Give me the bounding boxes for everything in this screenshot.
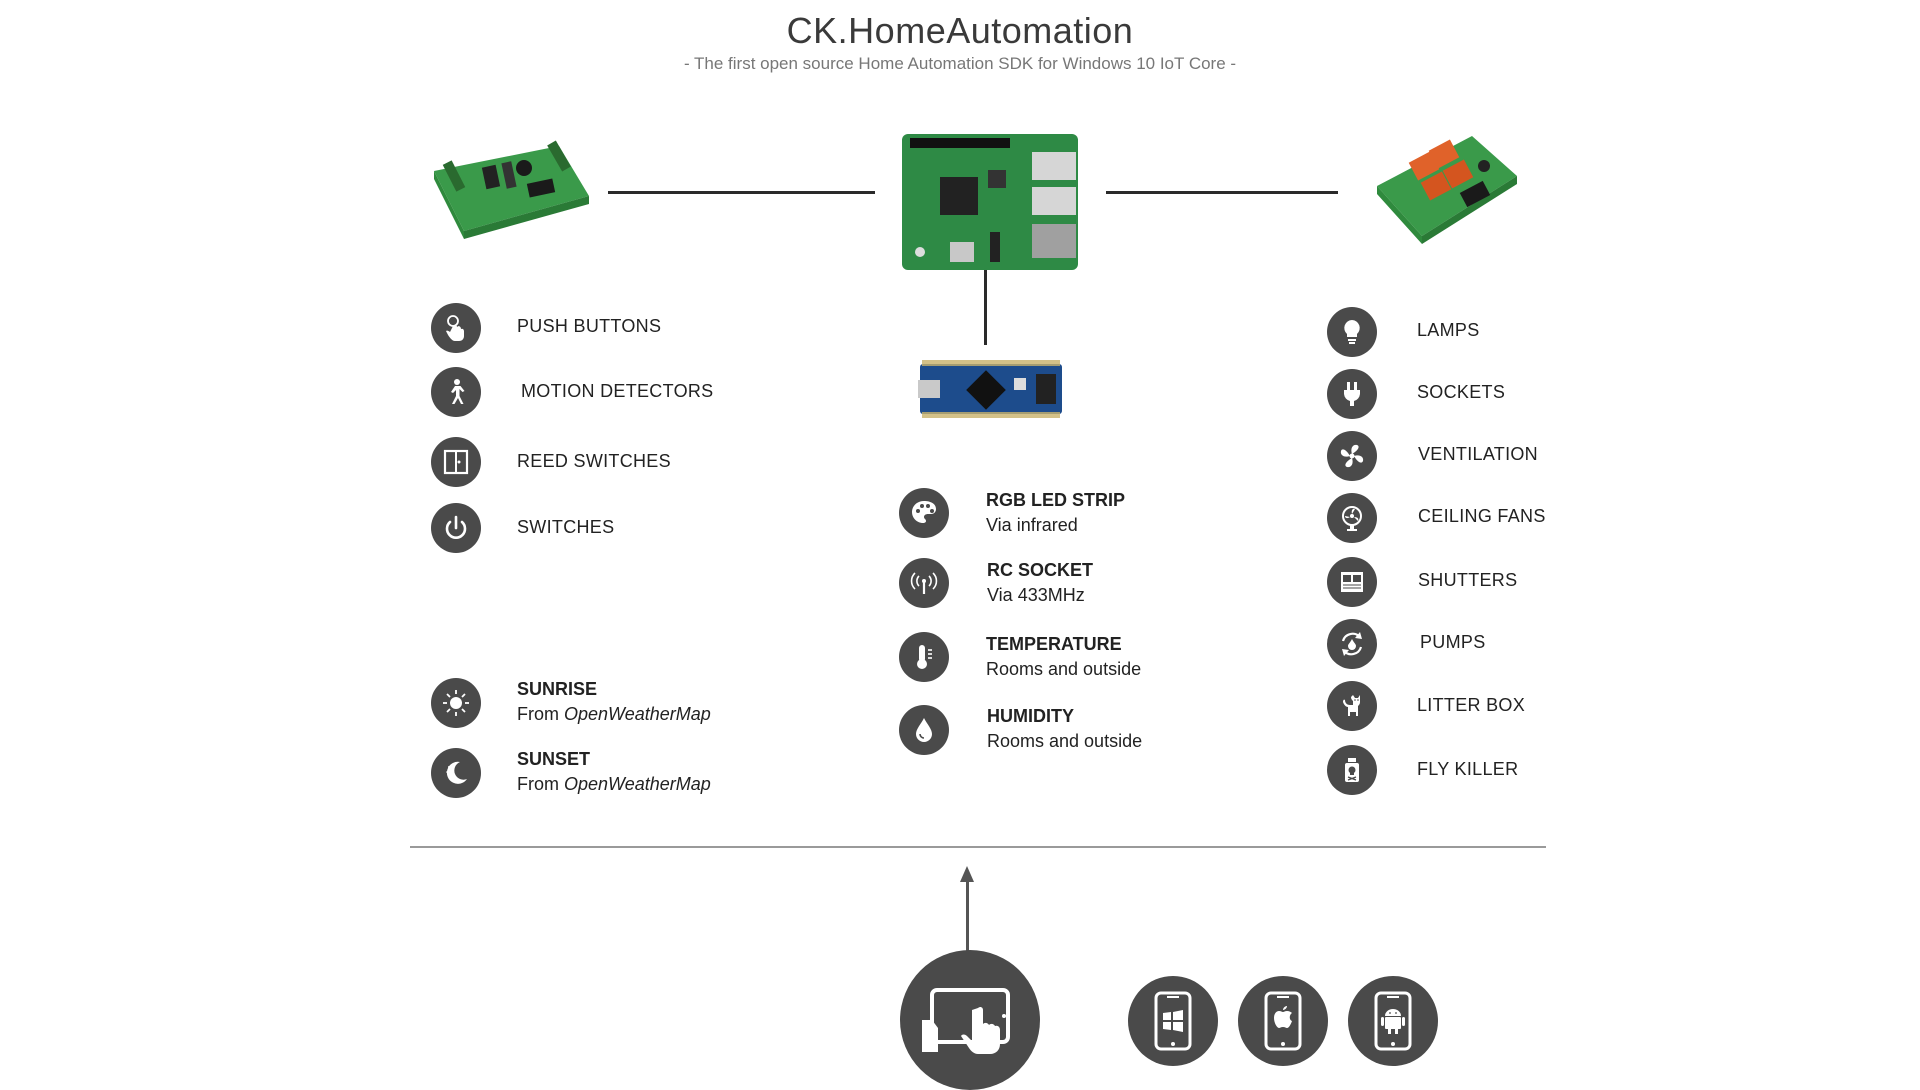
ceiling-fan-icon: [1327, 493, 1377, 543]
page-subtitle: - The first open source Home Automation …: [683, 54, 1237, 73]
section-divider: [410, 846, 1546, 848]
weather-item-sunrise: [431, 678, 481, 728]
connector-line-vertical: [984, 270, 987, 345]
output-item-litter-box: [1327, 681, 1377, 731]
pump-icon: [1327, 619, 1377, 669]
moon-icon: [431, 748, 481, 798]
output-label-shutters: SHUTTERS: [1418, 570, 1518, 590]
center-label-rc-socket: RC SOCKET Via 433MHz: [987, 558, 1093, 608]
center-label-humidity: HUMIDITY Rooms and outside: [987, 704, 1142, 754]
output-item-sockets: [1327, 369, 1377, 419]
weather-title-sunset: SUNSET: [517, 749, 591, 769]
palette-icon: [899, 488, 949, 538]
center-title-temperature: TEMPERATURE: [986, 634, 1122, 654]
output-label-sockets: SOCKETS: [1417, 382, 1506, 402]
droplet-icon: [899, 705, 949, 755]
relay-board-image: [1372, 126, 1522, 261]
input-item-push-buttons: [431, 303, 481, 353]
output-item-pumps: [1327, 619, 1377, 669]
sun-icon: [431, 678, 481, 728]
skull-bottle-icon: [1327, 745, 1377, 795]
weather-label-sunrise: SUNRISE From OpenWeatherMap: [517, 677, 711, 727]
arduino-nano-image: [918, 358, 1064, 425]
antenna-icon: [899, 558, 949, 608]
cat-icon: [1327, 681, 1377, 731]
center-item-temperature: [899, 632, 949, 682]
upload-arrow-shaft: [966, 880, 969, 960]
center-sub-humidity: Rooms and outside: [987, 731, 1143, 751]
plug-icon: [1327, 369, 1377, 419]
raspberry-pi-image: [900, 132, 1080, 277]
output-label-pumps: PUMPS: [1420, 632, 1486, 652]
input-item-reed-switches: [431, 437, 481, 487]
input-label-motion-detectors: MOTION DETECTORS: [521, 381, 714, 401]
touch-hand-icon: [431, 303, 481, 353]
center-label-rgb-led: RGB LED STRIP Via infrared: [986, 488, 1125, 538]
connector-line-right: [1106, 191, 1338, 194]
output-item-lamps: [1327, 307, 1377, 357]
output-label-fly-killer: FLY KILLER: [1417, 759, 1519, 779]
connector-line-left: [608, 191, 875, 194]
page-title: CK.HomeAutomation: [786, 10, 1134, 51]
thermometer-icon: [899, 632, 949, 682]
output-item-ceiling-fans: [1327, 493, 1377, 543]
center-label-temperature: TEMPERATURE Rooms and outside: [986, 632, 1141, 682]
lightbulb-icon: [1327, 307, 1377, 357]
center-sub-rc-socket: Via 433MHz: [987, 585, 1085, 605]
weather-title-sunrise: SUNRISE: [517, 679, 598, 699]
walking-person-icon: [431, 367, 481, 417]
upload-arrow-head: [960, 866, 974, 882]
output-item-shutters: [1327, 557, 1377, 607]
input-board-image: [424, 126, 594, 261]
power-icon: [431, 503, 481, 553]
output-item-ventilation: [1327, 431, 1377, 481]
center-item-rgb-led: [899, 488, 949, 538]
fan-icon: [1327, 431, 1377, 481]
tablet-touch-icon: [900, 950, 1040, 1090]
weather-item-sunset: [431, 748, 481, 798]
center-title-rc-socket: RC SOCKET: [987, 560, 1094, 580]
shutter-icon: [1327, 557, 1377, 607]
center-title-humidity: HUMIDITY: [987, 706, 1074, 726]
output-label-litter-box: LITTER BOX: [1417, 695, 1526, 715]
input-label-push-buttons: PUSH BUTTONS: [517, 316, 662, 336]
output-label-lamps: LAMPS: [1417, 320, 1480, 340]
output-item-fly-killer: [1327, 745, 1377, 795]
center-item-rc-socket: [899, 558, 949, 608]
weather-label-sunset: SUNSET From OpenWeatherMap: [517, 747, 711, 797]
input-label-reed-switches: REED SWITCHES: [517, 451, 671, 471]
center-item-humidity: [899, 705, 949, 755]
center-sub-rgb-led: Via infrared: [986, 515, 1078, 535]
input-item-motion-detectors: [431, 367, 481, 417]
weather-source-sunset: From OpenWeatherMap: [517, 774, 711, 794]
center-sub-temperature: Rooms and outside: [986, 659, 1142, 679]
apple-phone-icon: [1238, 976, 1328, 1066]
output-label-ventilation: VENTILATION: [1418, 444, 1538, 464]
center-title-rgb-led: RGB LED STRIP: [986, 490, 1126, 510]
input-label-switches: SWITCHES: [517, 517, 615, 537]
android-phone-icon: [1348, 976, 1438, 1066]
input-item-switches: [431, 503, 481, 553]
weather-source-sunrise: From OpenWeatherMap: [517, 704, 711, 724]
windows-phone-icon: [1128, 976, 1218, 1066]
door-window-icon: [431, 437, 481, 487]
output-label-ceiling-fans: CEILING FANS: [1418, 506, 1546, 526]
